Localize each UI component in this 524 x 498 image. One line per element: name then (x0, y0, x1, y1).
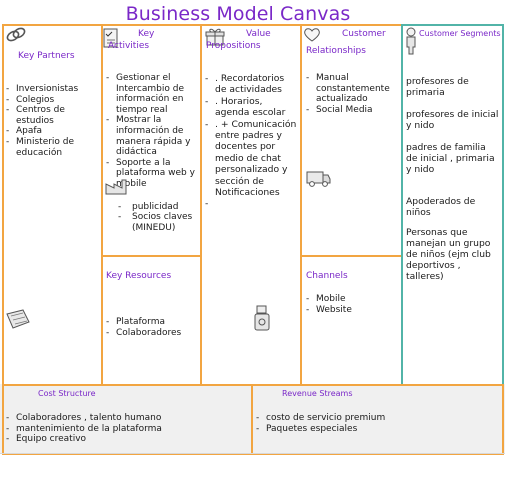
key-resources-heading: Key Resources (106, 271, 172, 281)
list-item: Ministerio de educación (6, 137, 98, 158)
customer-segment-item: Personas que manejan un grupo de niños (… (406, 227, 491, 282)
revenue-streams-list: costo de servicio premium Paquetes espec… (256, 413, 496, 434)
heart-icon (304, 28, 320, 42)
gift-icon (205, 28, 225, 46)
list-item: Apafa (6, 126, 98, 137)
canvas-title: Business Model Canvas (125, 3, 351, 25)
money-bag-icon (306, 171, 331, 187)
list-item: . Horarios, agenda escolar (205, 96, 298, 119)
list-item: Equipo creativo (6, 434, 246, 445)
customer-relationships-heading-line1: Customer (342, 29, 386, 39)
customer-relationships-list: Manual constantemente actualizado Social… (306, 73, 398, 115)
customer-segments-text: profesores de primaria profesores de ini… (406, 76, 500, 282)
revenue-streams-heading: Revenue Streams (282, 389, 353, 398)
value-propositions-heading: Value Propositions (206, 28, 296, 52)
chain-link-icon (6, 27, 26, 42)
person-icon (406, 27, 416, 55)
key-partners-heading: Key Partners (18, 51, 75, 61)
channels-list: Mobile Website (306, 294, 398, 315)
factory-icon (105, 179, 127, 195)
list-item: Website (306, 305, 398, 316)
list-item: Socios claves (MINEDU) (106, 212, 198, 233)
revenue-streams-box (251, 384, 504, 455)
cost-structure-list: Colaboradores , talento humano mantenimi… (6, 413, 246, 445)
list-item: Mobile (306, 294, 398, 305)
customer-relationships-box (300, 24, 403, 257)
truck-icon (6, 309, 30, 329)
footer-line (0, 453, 505, 454)
customer-segment-item: padres de familia de inicial , primaria … (406, 142, 495, 175)
value-propositions-heading-line1: Value (246, 29, 271, 39)
key-resources-list: Plataforma Colaboradores (106, 317, 198, 338)
list-item: Paquetes especiales (256, 424, 496, 435)
list-item: . Recordatorios de actividades (205, 73, 298, 96)
list-item: Social Media (306, 105, 398, 116)
value-propositions-list: . Recordatorios de actividades . Horario… (205, 73, 298, 210)
list-item: Manual constantemente actualizado (306, 73, 398, 105)
list-item: Mostrar la información de manera rápida … (106, 115, 198, 157)
list-item: Inversionistas (6, 84, 98, 95)
key-activities-list: Gestionar el Intercambio de información … (106, 73, 198, 233)
cost-structure-heading: Cost Structure (38, 389, 96, 398)
value-propositions-heading-line2: Propositions (206, 41, 261, 51)
channels-heading: Channels (306, 271, 348, 281)
key-activities-heading-line1: Key (138, 29, 155, 39)
key-activities-heading-line2: Activities (108, 41, 150, 51)
customer-segment-item: Apoderados de niños (406, 196, 476, 218)
list-item: Soporte a la plataforma web y mobile (106, 158, 198, 190)
customer-relationships-heading-line2: Relationships (306, 46, 366, 56)
list-item: Gestionar el Intercambio de información … (106, 73, 198, 115)
list-item: Colegios (6, 95, 98, 106)
customer-segment-item: profesores de inicial y nido (406, 109, 499, 131)
customer-segments-heading: Customer Segments (419, 29, 501, 38)
key-activities-heading: Key Activities (108, 28, 188, 52)
list-item: Centros de estudios (6, 105, 98, 126)
list-item: Plataforma (106, 317, 198, 328)
list-item: mantenimiento de la plataforma (6, 424, 246, 435)
list-item: Colaboradores (106, 328, 198, 339)
list-item (205, 198, 298, 209)
list-item: Colaboradores , talento humano (6, 413, 246, 424)
list-item: costo de servicio premium (256, 413, 496, 424)
key-partners-list: Inversionistas Colegios Centros de estud… (6, 84, 98, 158)
price-tag-icon (254, 305, 270, 331)
customer-relationships-heading: Customer Relationships (306, 28, 401, 57)
customer-segment-item: profesores de primaria (406, 76, 469, 98)
list-item: . + Comunicación entre padres y docentes… (205, 119, 298, 199)
checklist-icon (103, 28, 118, 48)
list-item: publicidad (106, 202, 198, 213)
